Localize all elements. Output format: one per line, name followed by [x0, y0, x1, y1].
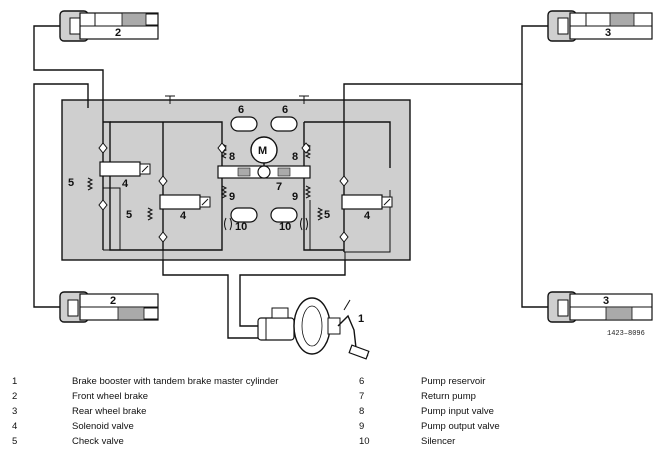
legend-text: Return pump	[421, 391, 476, 402]
label-solenoid-1: 4	[122, 178, 129, 190]
check-valves	[86, 142, 349, 243]
legend-text: Check valve	[72, 436, 124, 447]
legend-number: 4	[12, 421, 18, 432]
label-input-valve-right: 8	[292, 151, 298, 163]
wheel-brake-rear-right	[547, 291, 653, 323]
legend-item: 1 Brake booster with tandem brake master…	[0, 376, 330, 390]
pump-assembly	[217, 116, 312, 231]
legend-item: 4 Solenoid valve	[0, 421, 330, 435]
label-solenoid-3: 4	[364, 210, 371, 222]
legend-number: 10	[359, 436, 370, 447]
label-check-valve-1: 5	[68, 177, 74, 189]
legend-number: 3	[12, 406, 18, 417]
wheel-brake-front-left	[59, 10, 159, 42]
silencer-right	[270, 207, 298, 223]
legend-item: 3 Rear wheel brake	[0, 406, 330, 420]
figure-code: 1423–8096	[607, 330, 645, 338]
legend-item: 2 Front wheel brake	[0, 391, 330, 405]
label-brake-rl: 2	[110, 295, 116, 307]
legend-item: 9 Pump output valve	[355, 421, 655, 435]
label-motor: M	[258, 145, 267, 157]
port-stubs	[165, 95, 309, 104]
label-output-valve-right: 9	[292, 191, 298, 203]
label-input-valve-left: 8	[229, 151, 235, 163]
hydraulic-schematic: 2 2 3 3	[33, 10, 653, 360]
label-brake-rr: 3	[603, 295, 609, 307]
legend-number: 2	[12, 391, 18, 402]
legend-text: Solenoid valve	[72, 421, 134, 432]
legend-number: 6	[359, 376, 365, 387]
legend: 1 Brake booster with tandem brake master…	[0, 372, 665, 457]
legend-text: Pump output valve	[421, 421, 500, 432]
label-output-valve-left: 9	[229, 191, 235, 203]
label-booster: 1	[358, 313, 364, 325]
label-brake-fr: 3	[605, 27, 611, 39]
label-silencer-left: 10	[235, 221, 247, 233]
solenoid-valve-2	[159, 194, 211, 210]
legend-text: Pump reservoir	[421, 376, 486, 387]
label-solenoid-2: 4	[180, 210, 187, 222]
legend-number: 8	[359, 406, 365, 417]
label-check-valve-2: 5	[126, 209, 132, 221]
solenoid-valve-3	[341, 194, 393, 210]
wheel-brake-front-right	[547, 10, 653, 42]
legend-text: Pump input valve	[421, 406, 494, 417]
legend-number: 1	[12, 376, 18, 387]
pump-reservoir-right	[270, 116, 298, 132]
legend-text: Front wheel brake	[72, 391, 149, 402]
legend-item: 10 Silencer	[355, 436, 655, 450]
label-return-pump: 7	[276, 181, 282, 193]
legend-number: 9	[359, 421, 365, 432]
legend-text: Silencer	[421, 436, 456, 447]
brake-booster	[257, 297, 370, 360]
legend-number: 7	[359, 391, 365, 402]
silencer-left	[230, 207, 258, 223]
label-reservoir-left: 6	[238, 104, 244, 116]
pump-reservoir-left	[230, 116, 258, 132]
label-check-valve-3: 5	[324, 209, 330, 221]
label-reservoir-right: 6	[282, 104, 288, 116]
label-brake-fl: 2	[115, 27, 121, 39]
legend-text: Rear wheel brake	[72, 406, 147, 417]
label-silencer-right: 10	[279, 221, 291, 233]
legend-text: Brake booster with tandem brake master c…	[72, 376, 279, 387]
solenoid-valve-1	[99, 161, 151, 177]
legend-item: 5 Check valve	[0, 436, 330, 450]
legend-number: 5	[12, 436, 18, 447]
legend-item: 6 Pump reservoir	[355, 376, 655, 390]
wheel-brake-rear-left	[59, 291, 159, 323]
legend-item: 8 Pump input valve	[355, 406, 655, 420]
brake-lines	[33, 25, 548, 339]
legend-item: 7 Return pump	[355, 391, 655, 405]
